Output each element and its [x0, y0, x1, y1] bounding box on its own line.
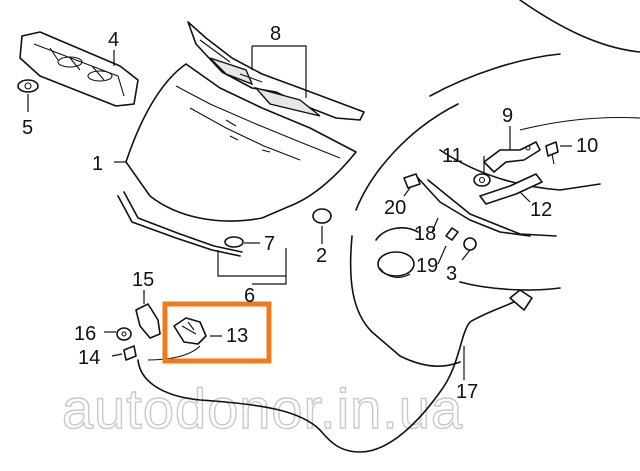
part-20-bumper[interactable] — [403, 173, 421, 189]
part-9-hinge[interactable] — [483, 141, 541, 173]
callout-9: 9 — [502, 105, 513, 127]
highlight-box-13 — [162, 301, 272, 364]
callout-8: 8 — [270, 23, 281, 45]
callout-11: 11 — [442, 145, 463, 167]
part-3-grommet[interactable] — [463, 237, 477, 251]
part-18-prop-rod[interactable] — [417, 177, 531, 237]
callout-13: 13 — [226, 325, 248, 347]
part-4-insulator[interactable] — [19, 31, 139, 107]
part-15-latch-bracket[interactable] — [135, 303, 161, 339]
part-13-latch[interactable] — [173, 317, 207, 345]
part-12-hinge-lower[interactable] — [479, 173, 543, 205]
callout-15: 15 — [132, 269, 154, 291]
callout-19: 19 — [416, 255, 438, 277]
watermark-text: autodonor.in.ua — [62, 377, 463, 440]
callout-7: 7 — [264, 233, 275, 255]
callout-labels: 1 2 3 4 5 6 7 8 9 10 11 12 13 14 15 16 1… — [22, 23, 598, 403]
callout-1: 1 — [92, 153, 103, 175]
part-17-release-cable[interactable] — [137, 289, 533, 453]
callout-16: 16 — [74, 323, 96, 345]
callout-6: 6 — [244, 285, 255, 307]
callout-18: 18 — [414, 223, 436, 245]
part-6-weatherstrip[interactable] — [117, 191, 243, 257]
callout-20: 20 — [384, 197, 406, 219]
part-16-nut[interactable] — [116, 327, 132, 341]
callout-10: 10 — [576, 135, 598, 157]
leader-lines — [27, 45, 572, 380]
latch-cable-lead — [147, 345, 201, 361]
vehicle-front — [349, 0, 640, 368]
part-7-bumper-stop[interactable] — [224, 236, 244, 248]
callout-14: 14 — [78, 347, 100, 369]
part-2-cap[interactable] — [312, 208, 332, 224]
part-5-clip[interactable] — [17, 79, 39, 93]
callout-3: 3 — [446, 263, 457, 285]
part-11-nut[interactable] — [473, 173, 491, 187]
part-19-clip[interactable] — [445, 227, 459, 241]
callout-5: 5 — [22, 117, 33, 139]
callout-17: 17 — [456, 381, 478, 403]
part-14-bolt[interactable] — [123, 345, 137, 361]
part-1-hood[interactable] — [125, 63, 357, 222]
part-10-bolt[interactable] — [545, 141, 559, 165]
callout-2: 2 — [316, 245, 327, 267]
callout-12: 12 — [530, 199, 552, 221]
part-8-seal[interactable] — [187, 21, 365, 121]
callout-4: 4 — [108, 29, 119, 51]
